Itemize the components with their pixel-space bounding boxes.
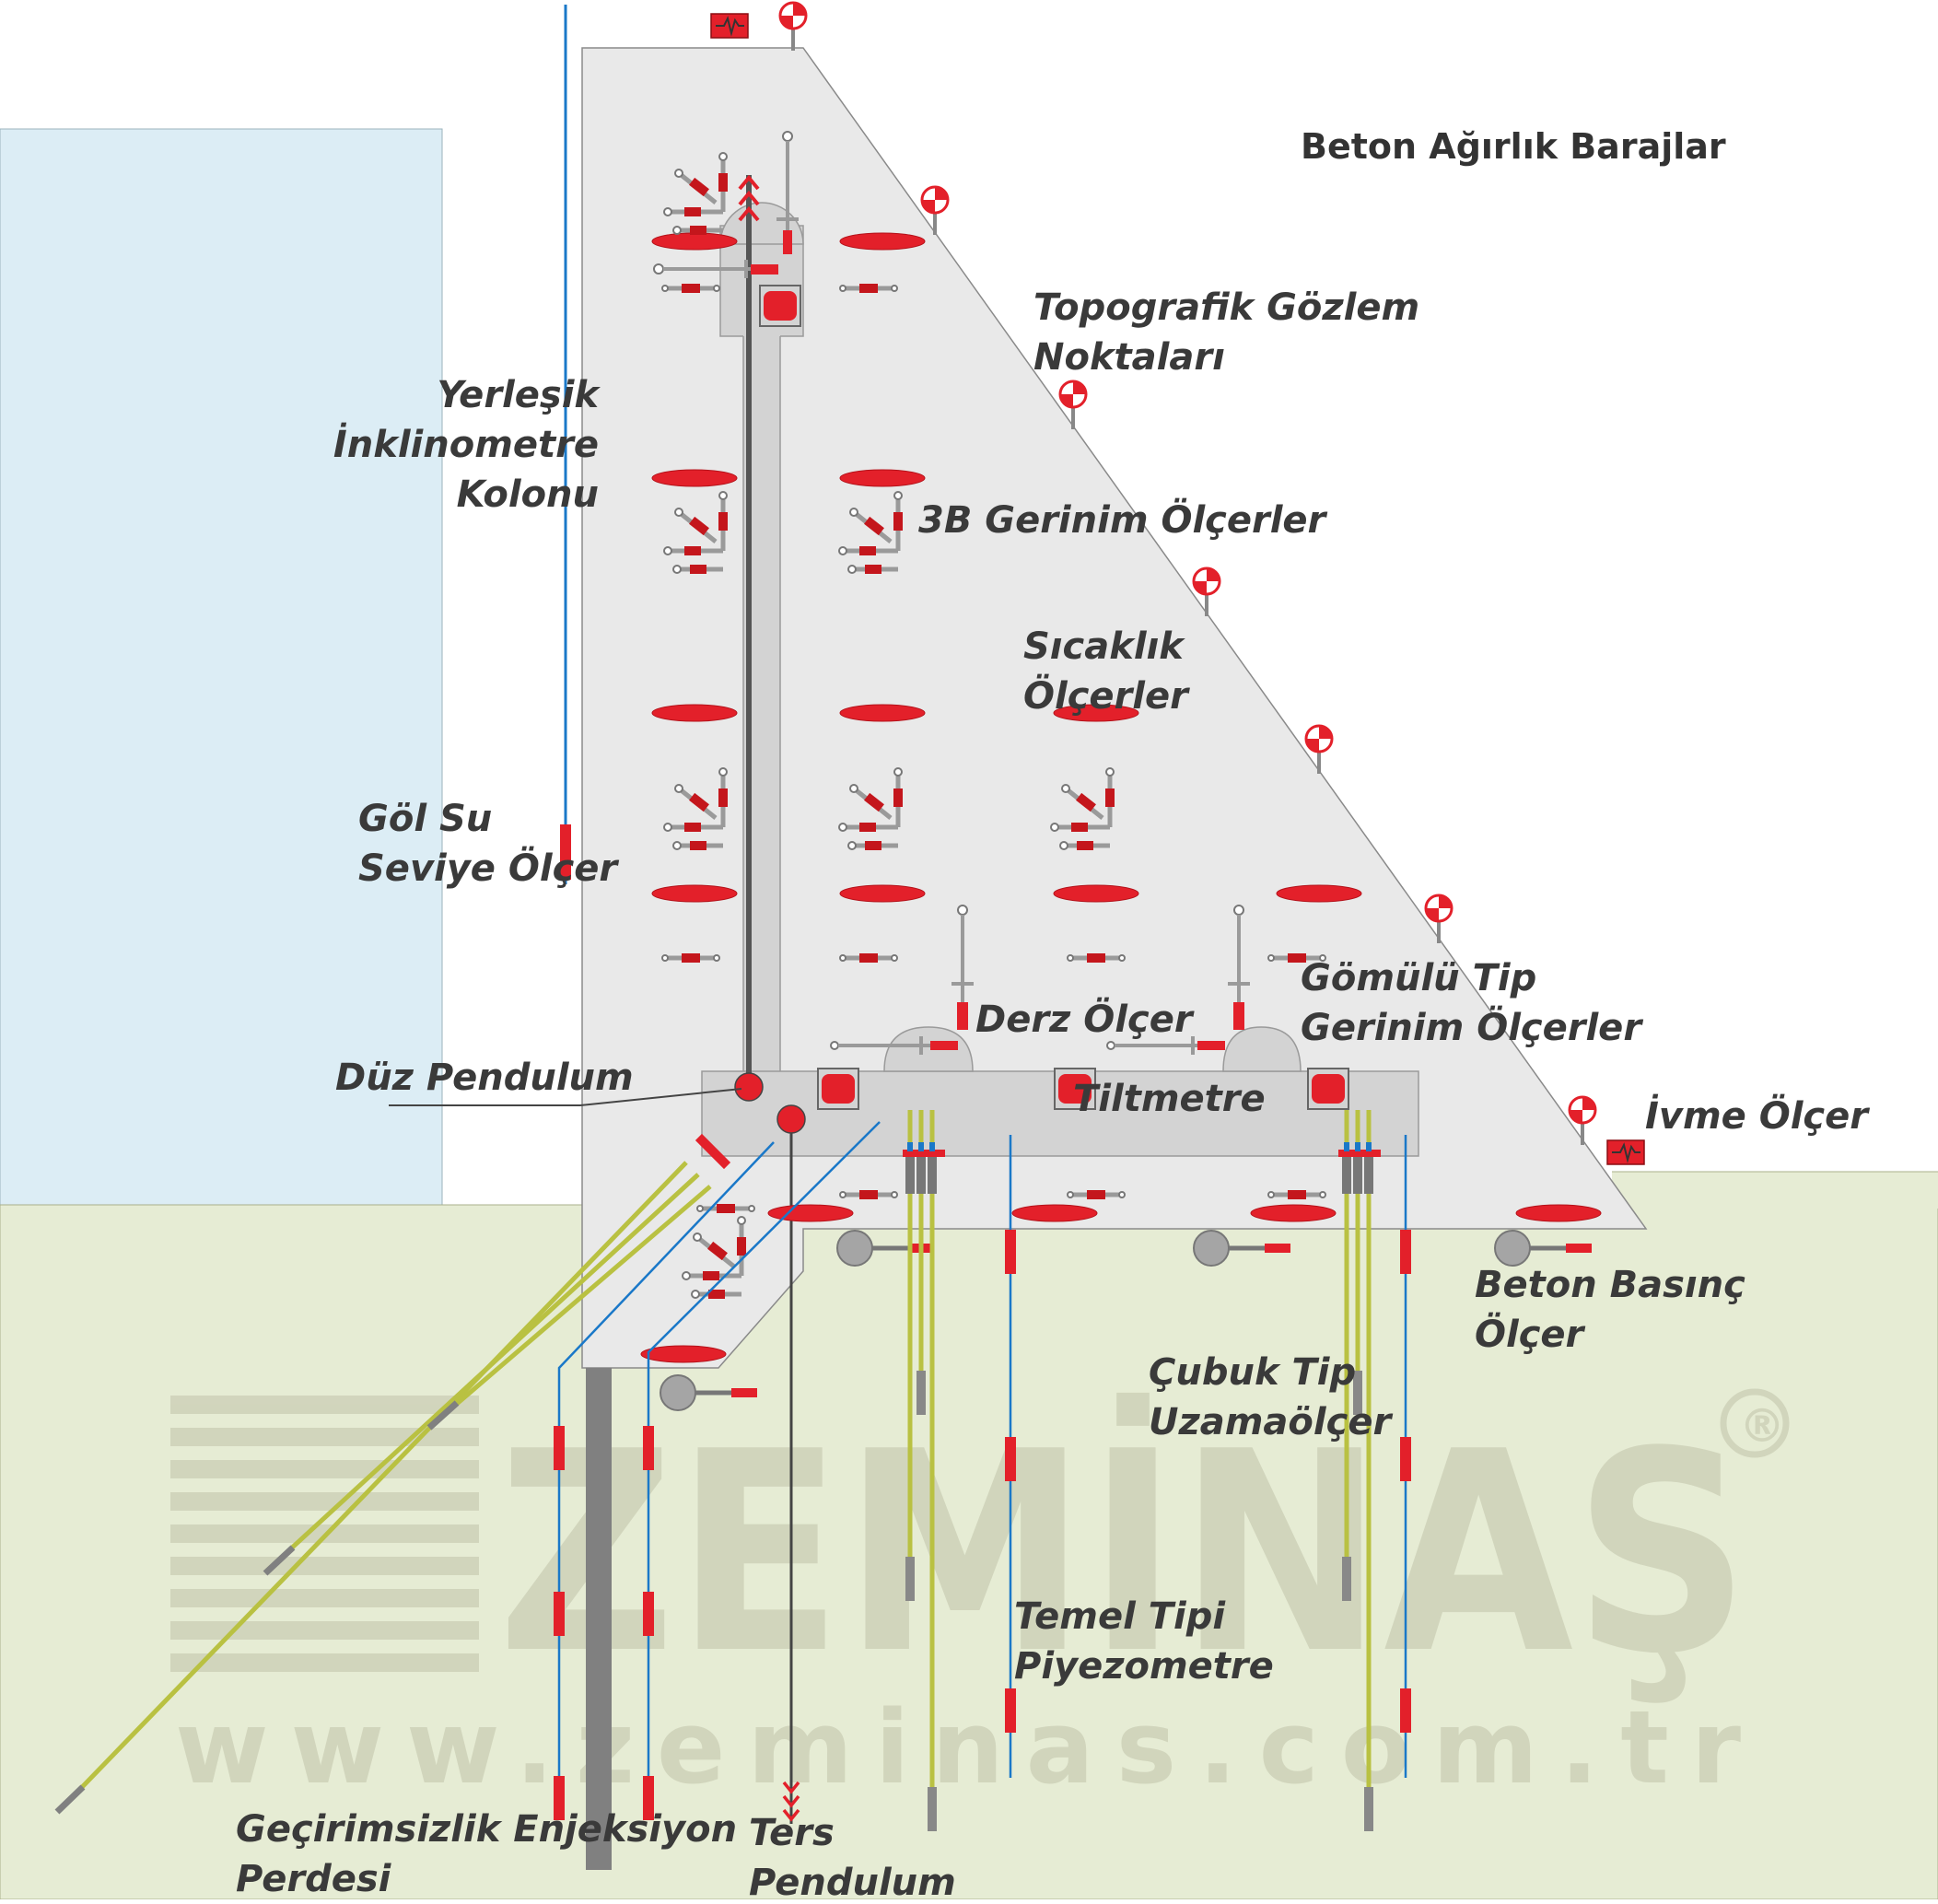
label-topo-line2: Noktaları: [1033, 336, 1225, 379]
joint-meters: [830, 904, 1252, 1055]
label-rod-line2: Uzamaölçer: [1149, 1401, 1393, 1443]
label-embedded-line2: Gerinim Ölçerler: [1301, 1005, 1643, 1049]
diagram-title: Beton Ağırlık Barajlar: [1301, 126, 1726, 167]
grout-curtain: [586, 1368, 612, 1870]
foundation-ground: [0, 1204, 1938, 1900]
label-curtain-line2: Perdesi: [236, 1858, 392, 1899]
label-inverted-line2: Pendulum: [749, 1862, 956, 1899]
label-piezo-line1: Temel Tipi: [1014, 1595, 1226, 1638]
label-strain3d: 3B Gerinim Ölçerler: [918, 497, 1328, 542]
label-joint: Derz Ölçer: [975, 997, 1195, 1041]
inclinometer-column-icon: [653, 131, 799, 278]
thermometers: [640, 232, 1602, 1363]
downstream-ground: [1612, 1172, 1938, 1209]
label-tiltmeter: Tiltmetre: [1073, 1078, 1266, 1120]
accelerometer-icons: [710, 13, 1645, 1165]
label-temp-line1: Sıcaklık: [1023, 625, 1185, 668]
reservoir-water: [0, 128, 443, 1206]
piezometer-icons: [554, 1230, 1411, 1820]
watermark: ZEMİNAŞ www.zeminas.com.tr ®: [170, 1388, 1790, 1806]
label-embedded-line1: Gömülü Tip: [1301, 957, 1536, 999]
watermark-url: www.zeminas.com.tr: [175, 1688, 1741, 1806]
label-accel: İvme Ölçer: [1645, 1093, 1870, 1138]
watermark-brand: ZEMİNAŞ: [497, 1390, 1750, 1714]
label-rod-line1: Çubuk Tip: [1149, 1351, 1356, 1394]
label-pendulum: Düz Pendulum: [335, 1057, 634, 1099]
label-incl-line1: Yerleşik: [437, 374, 601, 416]
label-topo-line1: Topografik Gözlem: [1033, 286, 1419, 329]
gallery-boxes: [759, 285, 1349, 1110]
direct-pendulum-icon: [734, 1072, 764, 1102]
label-inverted-line1: Ters: [749, 1812, 835, 1854]
label-incl-line2: İnklinometre: [333, 422, 599, 466]
label-temp-line2: Ölçerler: [1023, 673, 1190, 718]
label-pressure-line1: Beton Basınç: [1475, 1264, 1745, 1306]
label-pressure-line2: Ölçer: [1475, 1312, 1586, 1356]
tiltmeter-icon: [1058, 1074, 1092, 1104]
label-lake-line2: Seviye Ölçer: [358, 846, 619, 890]
label-incl-line3: Kolonu: [457, 473, 599, 516]
pendulum-leader-line: [389, 1088, 742, 1106]
label-piezo-line2: Piyezometre: [1014, 1645, 1274, 1688]
label-curtain-line1: Geçirimsizlik Enjeksiyon: [236, 1808, 737, 1851]
watermark-registered: ®: [1739, 1399, 1785, 1453]
inverted-pendulum-icon: [776, 1104, 806, 1134]
lake-level-gauge-icon: [560, 824, 571, 880]
inclined-rod-extensometers: [54, 1133, 731, 1815]
label-lake-line1: Göl Su: [358, 798, 492, 840]
rod-extensometers: [903, 1110, 1381, 1831]
